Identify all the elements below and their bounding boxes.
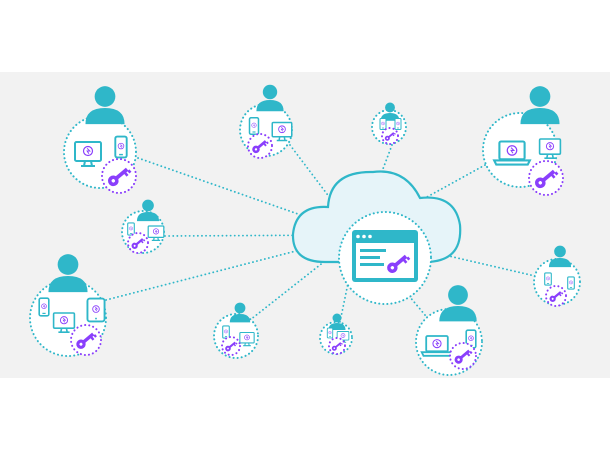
swirl-logo-icon xyxy=(468,335,474,341)
swirl-logo-icon xyxy=(117,142,125,150)
key-icon xyxy=(384,132,396,141)
laptop-icon xyxy=(420,335,454,357)
monitor-icon xyxy=(52,312,76,334)
person-icon xyxy=(85,86,125,125)
key-icon xyxy=(252,140,269,154)
connector-line xyxy=(357,144,393,236)
person-icon xyxy=(439,285,477,322)
key-icon xyxy=(225,341,238,352)
client-node-bottom-mid xyxy=(319,313,353,355)
tablet-icon xyxy=(86,297,106,323)
swirl-logo-icon xyxy=(251,122,257,128)
key-icon xyxy=(76,332,97,349)
person-icon xyxy=(548,245,572,268)
client-node-mid-right xyxy=(533,245,581,307)
monitor-icon xyxy=(538,138,562,160)
swirl-logo-icon xyxy=(244,334,250,341)
swirl-logo-icon xyxy=(545,142,555,151)
person-icon xyxy=(136,199,160,222)
client-node-bottom-left xyxy=(29,254,107,357)
phone-icon xyxy=(394,118,402,130)
person-icon xyxy=(229,302,251,323)
swirl-logo-icon xyxy=(278,125,286,134)
swirl-logo-icon xyxy=(381,121,385,126)
connector-line xyxy=(357,164,486,236)
monitor-icon xyxy=(239,331,255,347)
key-icon xyxy=(387,254,411,273)
swirl-logo-icon xyxy=(396,121,400,126)
phone-icon xyxy=(544,272,552,286)
swirl-logo-icon xyxy=(82,145,94,157)
browser-window-with-key-icon xyxy=(338,211,432,305)
client-node-top-small xyxy=(371,102,407,145)
swirl-logo-icon xyxy=(92,305,100,313)
phone-icon xyxy=(379,118,387,130)
key-icon xyxy=(549,291,564,302)
person-icon xyxy=(328,313,346,330)
swirl-logo-icon xyxy=(506,145,518,156)
client-node-top-left xyxy=(63,86,137,194)
client-nodes xyxy=(29,84,581,376)
swirl-logo-icon xyxy=(546,276,550,281)
client-node-bottom-mid-left xyxy=(213,302,259,359)
swirl-logo-icon xyxy=(432,339,442,349)
swirl-logo-icon xyxy=(59,316,69,325)
monitor-icon xyxy=(271,121,293,142)
phone-icon xyxy=(222,325,230,339)
swirl-logo-icon xyxy=(224,329,228,334)
client-node-bottom-right xyxy=(415,285,483,376)
swirl-logo-icon xyxy=(129,226,133,231)
phone-icon xyxy=(127,222,135,236)
client-node-mid-left xyxy=(121,199,165,254)
phone-icon xyxy=(114,135,128,159)
monitor-icon xyxy=(74,141,102,167)
phone-icon xyxy=(567,276,575,290)
person-icon xyxy=(256,84,284,112)
phone-icon xyxy=(326,327,334,339)
person-icon xyxy=(48,254,88,293)
swirl-logo-icon xyxy=(340,333,346,338)
person-icon xyxy=(520,86,560,125)
key-icon xyxy=(131,238,146,249)
swirl-logo-icon xyxy=(569,280,573,285)
swirl-logo-icon xyxy=(328,331,332,335)
phone-icon xyxy=(248,117,260,135)
swirl-logo-icon xyxy=(41,303,47,309)
key-icon xyxy=(331,342,343,351)
client-node-top-right xyxy=(482,86,564,196)
monitor-icon xyxy=(147,225,165,242)
key-icon xyxy=(454,349,473,364)
client-node-top-center xyxy=(239,84,293,159)
phone-icon xyxy=(38,297,50,317)
key-icon xyxy=(107,167,132,187)
laptop-icon xyxy=(492,140,532,166)
key-icon xyxy=(534,169,559,189)
swirl-logo-icon xyxy=(152,228,160,235)
